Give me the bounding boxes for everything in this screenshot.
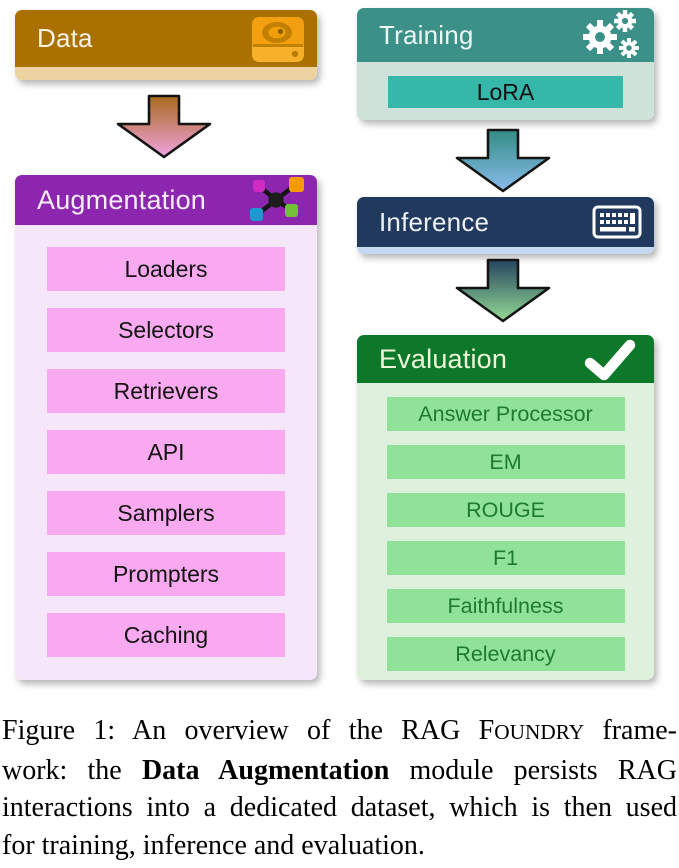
caption-line-1: Figure 1: An overview of the RAG FOUNDRY… xyxy=(2,715,677,746)
caption-line-3: interactions into a dedicated dataset, w… xyxy=(2,792,677,824)
arrow-data-to-augmentation xyxy=(115,93,213,161)
network-molecule-icon xyxy=(245,176,307,224)
data-module-body xyxy=(15,67,317,80)
augmentation-item-retrievers: Retrievers xyxy=(47,369,285,413)
training-item-lora: LoRA xyxy=(388,76,623,108)
augmentation-item-loaders: Loaders xyxy=(47,247,285,291)
arrow-training-to-inference xyxy=(454,127,552,195)
evaluation-module-body: Answer Processor EM ROUGE F1 Faithfulnes… xyxy=(357,383,654,680)
data-module-header: Data xyxy=(15,10,317,67)
evaluation-item-rouge: ROUGE xyxy=(386,493,625,527)
hard-drive-icon xyxy=(251,16,305,62)
data-module-title: Data xyxy=(37,23,93,53)
training-module-box: Training xyxy=(357,8,654,120)
figure-caption: Figure 1: An overview of the RAG FOUNDRY… xyxy=(2,712,677,864)
augmentation-module-box: Augmentation Loaders xyxy=(15,175,317,680)
inference-module-header: Inference xyxy=(357,197,654,247)
evaluation-module-header: Evaluation xyxy=(357,335,654,383)
training-module-title: Training xyxy=(379,19,474,50)
inference-module-title: Inference xyxy=(379,206,490,237)
checkmark-icon xyxy=(584,337,636,381)
evaluation-item-em: EM xyxy=(386,445,625,479)
evaluation-module-box: Evaluation Answer Processor EM ROUGE F1 … xyxy=(357,335,654,680)
augmentation-module-header: Augmentation xyxy=(15,175,317,225)
gears-icon xyxy=(578,9,644,61)
arrow-inference-to-evaluation xyxy=(454,257,552,325)
training-module-header: Training xyxy=(357,8,654,62)
evaluation-item-relevancy: Relevancy xyxy=(386,637,625,671)
augmentation-module-body: Loaders Selectors Retrievers API Sampler… xyxy=(15,225,317,680)
data-module-box: Data xyxy=(15,10,317,80)
caption-line-2: work: the Data Augmentation module persi… xyxy=(2,754,678,786)
evaluation-module-title: Evaluation xyxy=(379,343,508,374)
keyboard-icon xyxy=(592,204,642,240)
caption-line-4: for training, inference and evaluation. xyxy=(2,829,425,861)
augmentation-module-title: Augmentation xyxy=(37,184,207,215)
evaluation-item-f1: F1 xyxy=(386,541,625,575)
inference-module-body xyxy=(357,247,654,254)
augmentation-item-prompters: Prompters xyxy=(47,552,285,596)
training-module-body: LoRA xyxy=(357,62,654,120)
evaluation-item-answer-processor: Answer Processor xyxy=(386,397,625,431)
augmentation-item-caching: Caching xyxy=(47,613,285,657)
augmentation-item-api: API xyxy=(47,430,285,474)
evaluation-item-faithfulness: Faithfulness xyxy=(386,589,625,623)
inference-module-box: Inference xyxy=(357,197,654,254)
augmentation-item-selectors: Selectors xyxy=(47,308,285,352)
augmentation-item-samplers: Samplers xyxy=(47,491,285,535)
